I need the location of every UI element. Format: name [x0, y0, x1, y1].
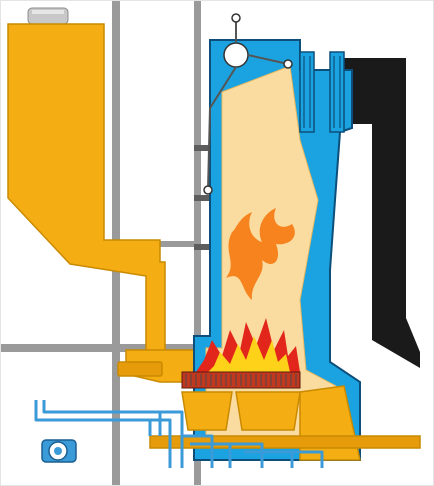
superheater-bundle-1 [300, 52, 314, 132]
feeder-ram [118, 362, 162, 376]
vent-cap-icon [28, 8, 68, 24]
ash-hopper-1 [182, 392, 232, 430]
fan-icon [42, 440, 76, 462]
superheater-bundle-2 [330, 52, 344, 132]
ash-conveyor [150, 436, 420, 448]
ash-hopper-2 [236, 392, 300, 430]
grate [182, 372, 300, 388]
